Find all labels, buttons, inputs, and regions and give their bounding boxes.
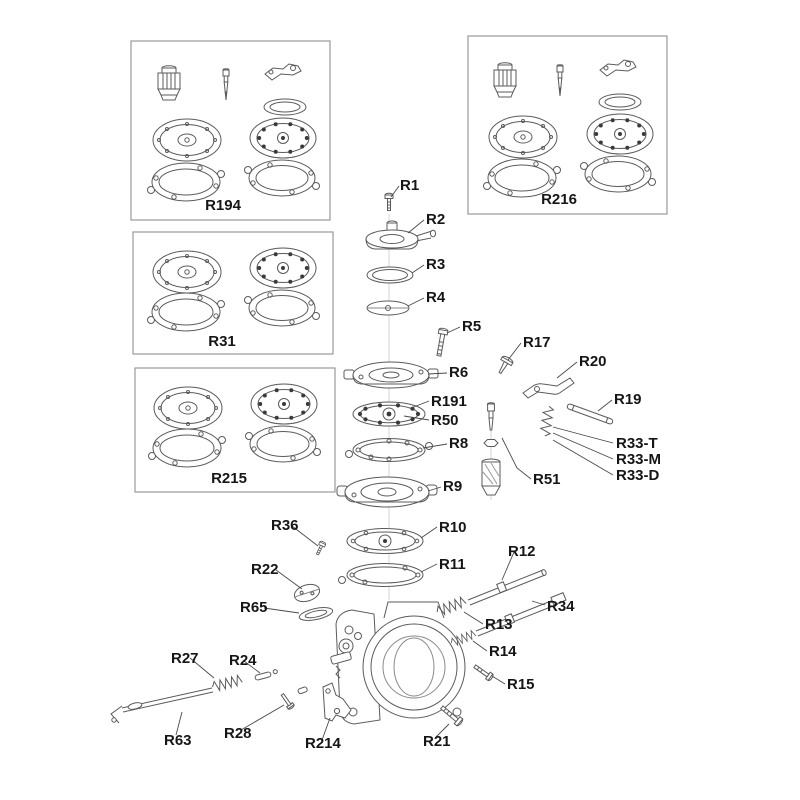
part-r34-shaft — [475, 592, 567, 637]
part-label-r28: R28 — [224, 725, 252, 742]
part-label-r33-d: R33-D — [616, 467, 660, 484]
part-r51-assembly — [481, 402, 501, 496]
part-label-r15: R15 — [507, 676, 535, 693]
part-label-r6: R6 — [449, 364, 468, 381]
part-r15-screw — [473, 664, 494, 682]
part-label-r2: R2 — [426, 211, 445, 228]
diagram-parts — [110, 192, 614, 727]
leader-lines — [175, 185, 614, 741]
diagram-labels: R194 R216 R31 R215 R1 R2 R3 R4 R5 R6 R17… — [164, 177, 661, 752]
kit-label-r216: R216 — [541, 191, 577, 208]
part-r63-rod — [110, 687, 214, 724]
part-r17-screw — [498, 355, 514, 375]
part-label-r63: R63 — [164, 732, 192, 749]
part-r10-diaphragm — [346, 528, 424, 554]
kit-label-r194: R194 — [205, 197, 242, 214]
part-label-r5: R5 — [462, 318, 481, 335]
part-label-r10: R10 — [439, 519, 467, 536]
part-label-r11: R11 — [439, 556, 466, 573]
part-label-r33-t: R33-T — [616, 435, 658, 452]
part-r191-r50-diaphragm — [352, 401, 426, 427]
part-r214-bracket — [322, 682, 352, 722]
part-r11-gasket — [338, 563, 424, 587]
part-label-r33-m: R33-M — [616, 451, 661, 468]
part-label-r3: R3 — [426, 256, 445, 273]
part-r8-gasket — [345, 438, 433, 462]
part-label-r34: R34 — [547, 598, 575, 615]
part-r27-spring — [210, 674, 244, 693]
part-label-r65: R65 — [240, 599, 268, 616]
part-r4-diaphragm — [366, 300, 410, 316]
part-label-r17: R17 — [523, 334, 551, 351]
part-label-r214: R214 — [305, 735, 342, 752]
part-r21-screw — [439, 705, 464, 727]
part-label-r50: R50 — [431, 412, 459, 429]
part-label-r21: R21 — [423, 733, 451, 750]
part-label-r8: R8 — [449, 435, 468, 452]
part-r2-pump-cover — [365, 220, 437, 250]
part-r12-shaft — [467, 569, 547, 606]
part-r5-bolt — [436, 327, 449, 357]
part-r19-pin — [566, 403, 614, 425]
part-r6-pump-body — [343, 361, 439, 389]
kit-label-r215: R215 — [211, 470, 247, 487]
part-label-r36: R36 — [271, 517, 299, 534]
part-label-r4: R4 — [426, 289, 446, 306]
part-r28-screw — [280, 686, 308, 710]
kit-box-r216 — [467, 35, 668, 215]
part-r20-lever — [522, 377, 575, 399]
part-r3-oring — [366, 266, 414, 284]
part-label-r9: R9 — [443, 478, 462, 495]
part-label-r13: R13 — [485, 616, 513, 633]
kit-box-r215 — [134, 367, 336, 493]
part-label-r22: R22 — [251, 561, 279, 578]
part-label-r20: R20 — [579, 353, 607, 370]
part-label-r12: R12 — [508, 543, 536, 560]
part-r33-spring — [539, 405, 555, 437]
part-r36-screw — [314, 540, 327, 557]
part-main-body — [330, 601, 466, 725]
part-label-r51: R51 — [533, 471, 561, 488]
part-label-r14: R14 — [489, 643, 517, 660]
kit-box-r194 — [130, 40, 331, 221]
part-label-r191: R191 — [431, 393, 467, 410]
part-label-r24: R24 — [229, 652, 257, 669]
part-r22-disc — [293, 583, 321, 603]
part-r65-disc — [298, 607, 334, 621]
kit-box-r31 — [132, 231, 334, 355]
part-r24-pin — [254, 669, 278, 681]
part-label-r27: R27 — [171, 650, 199, 667]
kit-label-r31: R31 — [208, 333, 236, 350]
part-r9-metering-body — [336, 476, 438, 508]
part-label-r1: R1 — [400, 177, 419, 194]
part-label-r19: R19 — [614, 391, 642, 408]
